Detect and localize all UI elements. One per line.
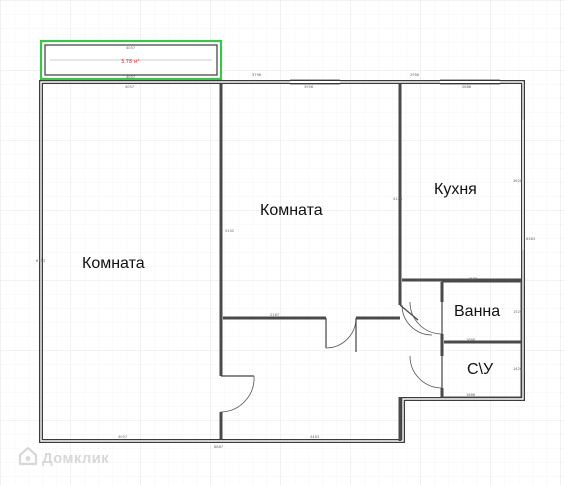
svg-text:6363: 6363: [526, 237, 535, 241]
door-wc: [409, 355, 443, 389]
door-room-middle: [325, 317, 357, 352]
svg-text:4483: 4483: [310, 435, 319, 439]
svg-text:1686: 1686: [466, 338, 476, 342]
svg-text:1686: 1686: [468, 277, 478, 281]
svg-text:2167: 2167: [270, 313, 279, 317]
balcony-area-label: 3.78 м²: [121, 59, 140, 65]
house-logo-icon: [18, 446, 38, 470]
room-large-label: Комната: [82, 255, 145, 272]
windows: [290, 79, 524, 250]
svg-text:1526: 1526: [513, 310, 523, 314]
door-kitchen: [399, 304, 433, 336]
svg-text:1686: 1686: [466, 393, 476, 397]
svg-text:4057: 4057: [118, 435, 127, 439]
svg-text:4057: 4057: [125, 85, 134, 89]
room-middle-label: Комната: [260, 202, 323, 219]
partitions: [219, 84, 522, 441]
svg-text:5102: 5102: [225, 229, 234, 233]
svg-text:3626: 3626: [513, 179, 523, 183]
bath-label: Ванна: [454, 303, 500, 320]
svg-text:3796: 3796: [252, 73, 262, 77]
watermark: Домклик: [18, 446, 109, 470]
outer-walls-inner-line: [40, 81, 524, 442]
kitchen-label: Кухня: [434, 181, 477, 198]
svg-text:4057: 4057: [126, 46, 135, 50]
svg-text:1420: 1420: [513, 367, 523, 371]
svg-text:8887: 8887: [214, 445, 223, 449]
door-bath: [409, 301, 443, 335]
svg-text:3956: 3956: [304, 85, 314, 89]
svg-text:6753: 6753: [36, 259, 45, 263]
wc-label: С\У: [467, 361, 494, 378]
dimension-marks: 4057 3956 3796 2686 2956 6753 5102 4126 …: [36, 73, 535, 449]
door-room-large: [220, 375, 255, 413]
balcony: 4057 4057 3.78 м²: [39, 39, 223, 81]
svg-text:4126: 4126: [393, 197, 403, 201]
svg-text:4057: 4057: [126, 75, 135, 79]
svg-text:2956: 2956: [410, 73, 420, 77]
watermark-text: Домклик: [42, 449, 109, 467]
svg-text:2686: 2686: [462, 85, 472, 89]
